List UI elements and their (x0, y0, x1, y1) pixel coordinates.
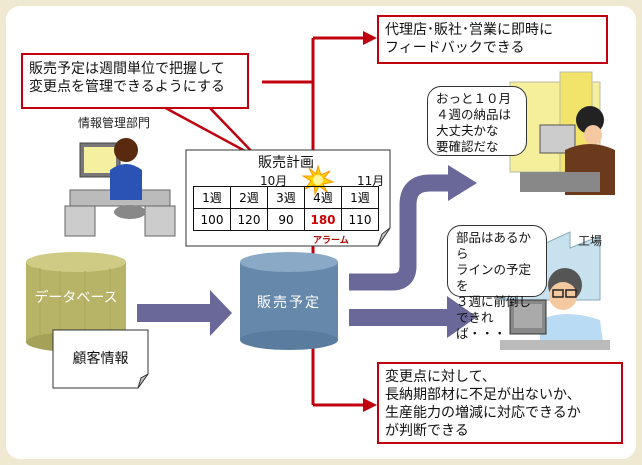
value-cell: 110 (341, 208, 379, 231)
callout-weekly-plan: 販売予定は週間単位で把握して 変更点を管理できるようにする (21, 53, 249, 109)
arrow-db-to-forecast-shaft (137, 304, 212, 322)
factory-speech-line-2: ラインの予定を (456, 262, 532, 293)
callout-weekly-plan-line-1: 販売予定は週間単位で把握して (29, 61, 225, 77)
database-label: データベース (34, 290, 118, 306)
callout-feedback-line-1: 代理店･販社･営業に即時に (385, 22, 553, 38)
red-arrowhead-bottom (363, 398, 377, 412)
value-cell: 100 (193, 208, 231, 231)
month-label-nov: 11月 (357, 174, 385, 188)
factory-label: 工場 (578, 234, 603, 248)
alarm-label: アラーム (313, 236, 349, 246)
red-arrowhead-top (363, 31, 377, 45)
arrow-straight-head (447, 296, 477, 338)
week-cell: 2週 (230, 186, 268, 209)
customer-info-label: 顧客情報 (72, 351, 129, 367)
week-cell: 1週 (193, 186, 231, 209)
weeks-row: 1週 2週 3週 4週 1週 (193, 186, 379, 209)
arrow-db-to-forecast-head (210, 290, 232, 336)
callout-judgement-line-4: が判断できる (385, 423, 469, 439)
arrow-curved-up-head (448, 165, 477, 201)
factory-worker-speech: 部品はあるから ラインの予定を ３週に前倒し できれば・・・ (447, 225, 547, 341)
factory-speech-line-4: できれば・・・ (456, 310, 507, 341)
values-row: 100 120 90 180 110 (193, 208, 379, 231)
callout-judgement-line-1: 変更点に対して、 (385, 369, 496, 385)
factory-speech-line-1: 部品はあるから (456, 230, 532, 261)
value-cell: 90 (267, 208, 305, 231)
callout-judgement-line-2: 長納期部材に不足が出ないか、 (385, 387, 581, 403)
customer-info-doc (52, 329, 149, 389)
sales-forecast-label: 販売予定 (257, 295, 321, 311)
callout-judgement-line-3: 生産能力の増減に対応できるか (385, 405, 581, 421)
value-cell-alarm: 180 (304, 208, 342, 231)
sales-forecast-cylinder (240, 252, 338, 350)
info-dept-worker-illustration (64, 138, 176, 237)
sales-plan-title: 販売計画 (258, 155, 314, 171)
office-worker-speech: おっと１０月 ４週の納品は 大丈夫かな 要確認だな (427, 86, 527, 156)
sales-plan-table: 1週 2週 3週 4週 1週 100 120 90 180 110 (193, 186, 379, 231)
week-cell: 1週 (341, 186, 379, 209)
office-speech-line-3: 大丈夫かな (436, 123, 499, 138)
info-dept-label: 情報管理部門 (78, 116, 151, 130)
arrow-curved-up-shaft (349, 174, 450, 291)
office-speech-line-4: 要確認だな (436, 139, 499, 154)
callout-judgement: 変更点に対して、 長納期部材に不足が出ないか、 生産能力の増減に対応できるか が… (377, 362, 623, 444)
callout-feedback: 代理店･販社･営業に即時に フィードバックできる (377, 15, 608, 64)
week-cell: 4週 (304, 186, 342, 209)
month-label-oct: 10月 (260, 174, 288, 188)
factory-speech-line-3: ３週に前倒し (456, 294, 532, 309)
office-speech-line-1: おっと１０月 (436, 91, 512, 106)
week-cell: 3週 (267, 186, 305, 209)
callout-weekly-plan-line-2: 変更点を管理できるようにする (29, 79, 225, 95)
office-speech-line-2: ４週の納品は (436, 107, 512, 122)
callout-feedback-line-2: フィードバックできる (385, 40, 525, 56)
value-cell: 120 (230, 208, 268, 231)
arrow-straight-shaft (349, 309, 449, 326)
